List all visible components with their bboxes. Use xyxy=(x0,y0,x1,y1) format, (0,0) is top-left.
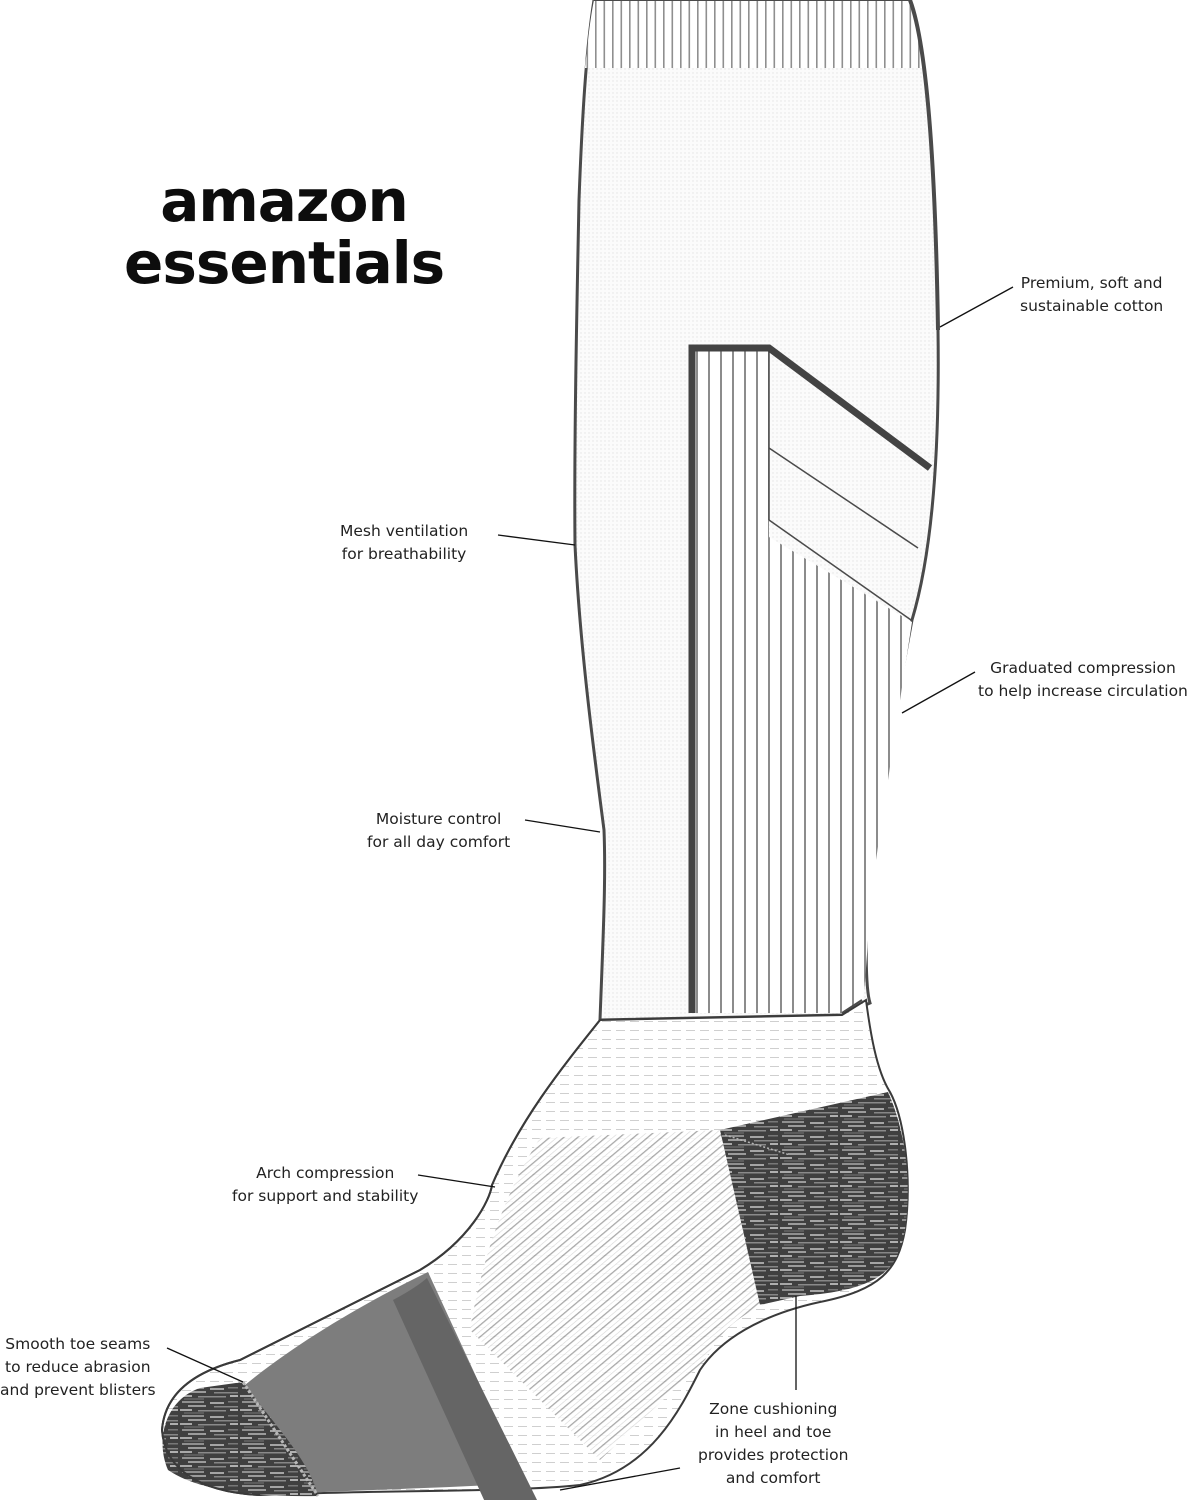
callout-text: and comfort xyxy=(725,1469,821,1487)
leader-moisture xyxy=(524,819,601,833)
callout-cotton: Premium, soft and sustainable cotton xyxy=(1020,272,1163,318)
callout-compression: Graduated compression to help increase c… xyxy=(978,657,1188,703)
arch-panel xyxy=(470,1130,770,1460)
callout-toe-seams: Smooth toe seams to reduce abrasion and … xyxy=(0,1333,156,1402)
brand-line-2: essentials xyxy=(124,229,445,297)
callout-arch: Arch compression for support and stabili… xyxy=(232,1162,418,1208)
brand-line-1: amazon xyxy=(160,167,409,235)
callout-text: Moisture control xyxy=(375,810,502,828)
callout-text: to help increase circulation xyxy=(978,682,1188,700)
toe-midfoot-panel xyxy=(245,1272,525,1495)
callout-leader-lines xyxy=(166,286,1014,1491)
leader-compression xyxy=(901,671,976,714)
leader-arch xyxy=(417,1174,496,1188)
callout-text: for breathability xyxy=(341,545,467,563)
toe-seam xyxy=(241,1381,320,1497)
callout-text: provides protection xyxy=(698,1446,849,1464)
compression-panel xyxy=(688,344,933,1014)
sock-foot xyxy=(160,998,909,1500)
toe-band xyxy=(393,1278,538,1500)
heel-cushion xyxy=(720,1092,908,1305)
leader-mesh xyxy=(497,534,576,546)
leader-cotton xyxy=(939,286,1014,328)
callout-text: for support and stability xyxy=(232,1187,419,1205)
callout-cushioning: Zone cushioning in heel and toe provides… xyxy=(698,1398,848,1490)
callout-text: Arch compression xyxy=(256,1164,395,1182)
callout-text: and prevent blisters xyxy=(0,1381,156,1399)
callout-text: Graduated compression xyxy=(990,659,1176,677)
callout-text: Premium, soft and xyxy=(1020,274,1163,292)
toe-cushion xyxy=(162,1382,318,1497)
callout-text: Mesh ventilation xyxy=(340,522,469,540)
callout-text: sustainable cotton xyxy=(1020,297,1164,315)
ribbed-cuff xyxy=(585,0,925,68)
dark-trim-band xyxy=(688,344,933,1013)
callout-moisture: Moisture control for all day comfort xyxy=(367,808,510,854)
callout-text: for all day comfort xyxy=(367,833,511,851)
callout-text: Zone cushioning xyxy=(709,1400,838,1418)
leader-toe-seams xyxy=(166,1347,244,1383)
callout-text: in heel and toe xyxy=(715,1423,832,1441)
brand-logo: amazon essentials xyxy=(124,167,445,297)
leader-cushioning-toe xyxy=(559,1467,681,1491)
callout-text: Smooth toe seams xyxy=(5,1335,151,1353)
callout-mesh: Mesh ventilation for breathability xyxy=(340,520,468,566)
callout-text: to reduce abrasion xyxy=(5,1358,151,1376)
